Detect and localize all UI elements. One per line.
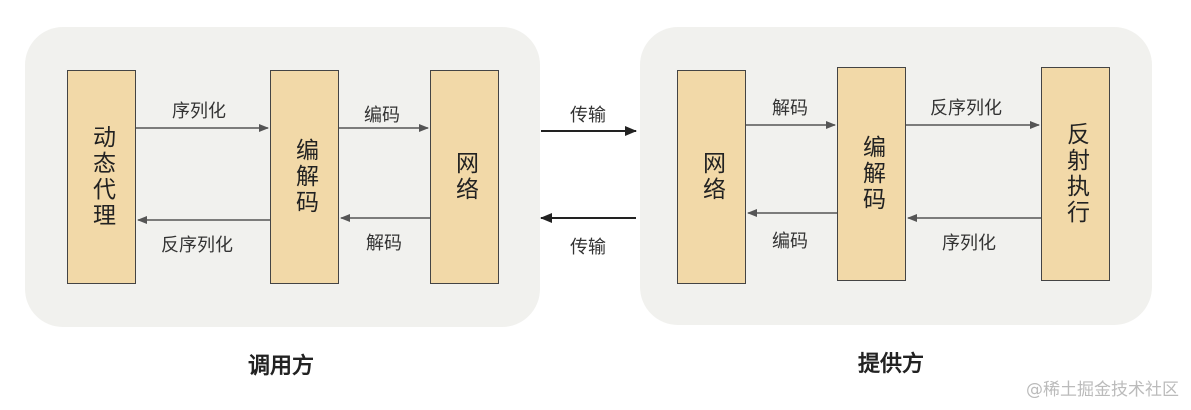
caller-proxy-box: 动态代理 [67,70,136,284]
transport-return-label: 传输 [570,237,606,258]
caller-network-box: 网络 [430,70,499,284]
caller-codec-label: 编解码 [291,138,318,216]
caller-proxy-label: 动态代理 [88,125,115,229]
provider-encode-label: 编码 [772,231,808,252]
provider-reflect-label: 反射执行 [1062,122,1089,226]
provider-reflect-box: 反射执行 [1041,67,1110,281]
caller-encode-label: 编码 [364,105,400,126]
caller-serialize-label: 序列化 [172,101,226,122]
provider-network-label: 网络 [698,151,725,203]
caller-network-label: 网络 [451,151,478,203]
provider-network-box: 网络 [677,70,746,284]
caller-title: 调用方 [248,354,315,379]
caller-codec-box: 编解码 [270,70,339,284]
provider-codec-label: 编解码 [858,135,885,213]
watermark-text: @稀土掘金技术社区 [1026,380,1179,400]
provider-deserialize-label: 反序列化 [930,98,1002,119]
caller-decode-label: 解码 [366,233,402,254]
provider-title: 提供方 [858,352,925,377]
provider-codec-box: 编解码 [837,67,906,281]
caller-deserialize-label: 反序列化 [161,235,233,256]
provider-serialize-label: 序列化 [942,233,996,254]
provider-decode-label: 解码 [772,98,808,119]
transport-send-label: 传输 [570,105,606,126]
